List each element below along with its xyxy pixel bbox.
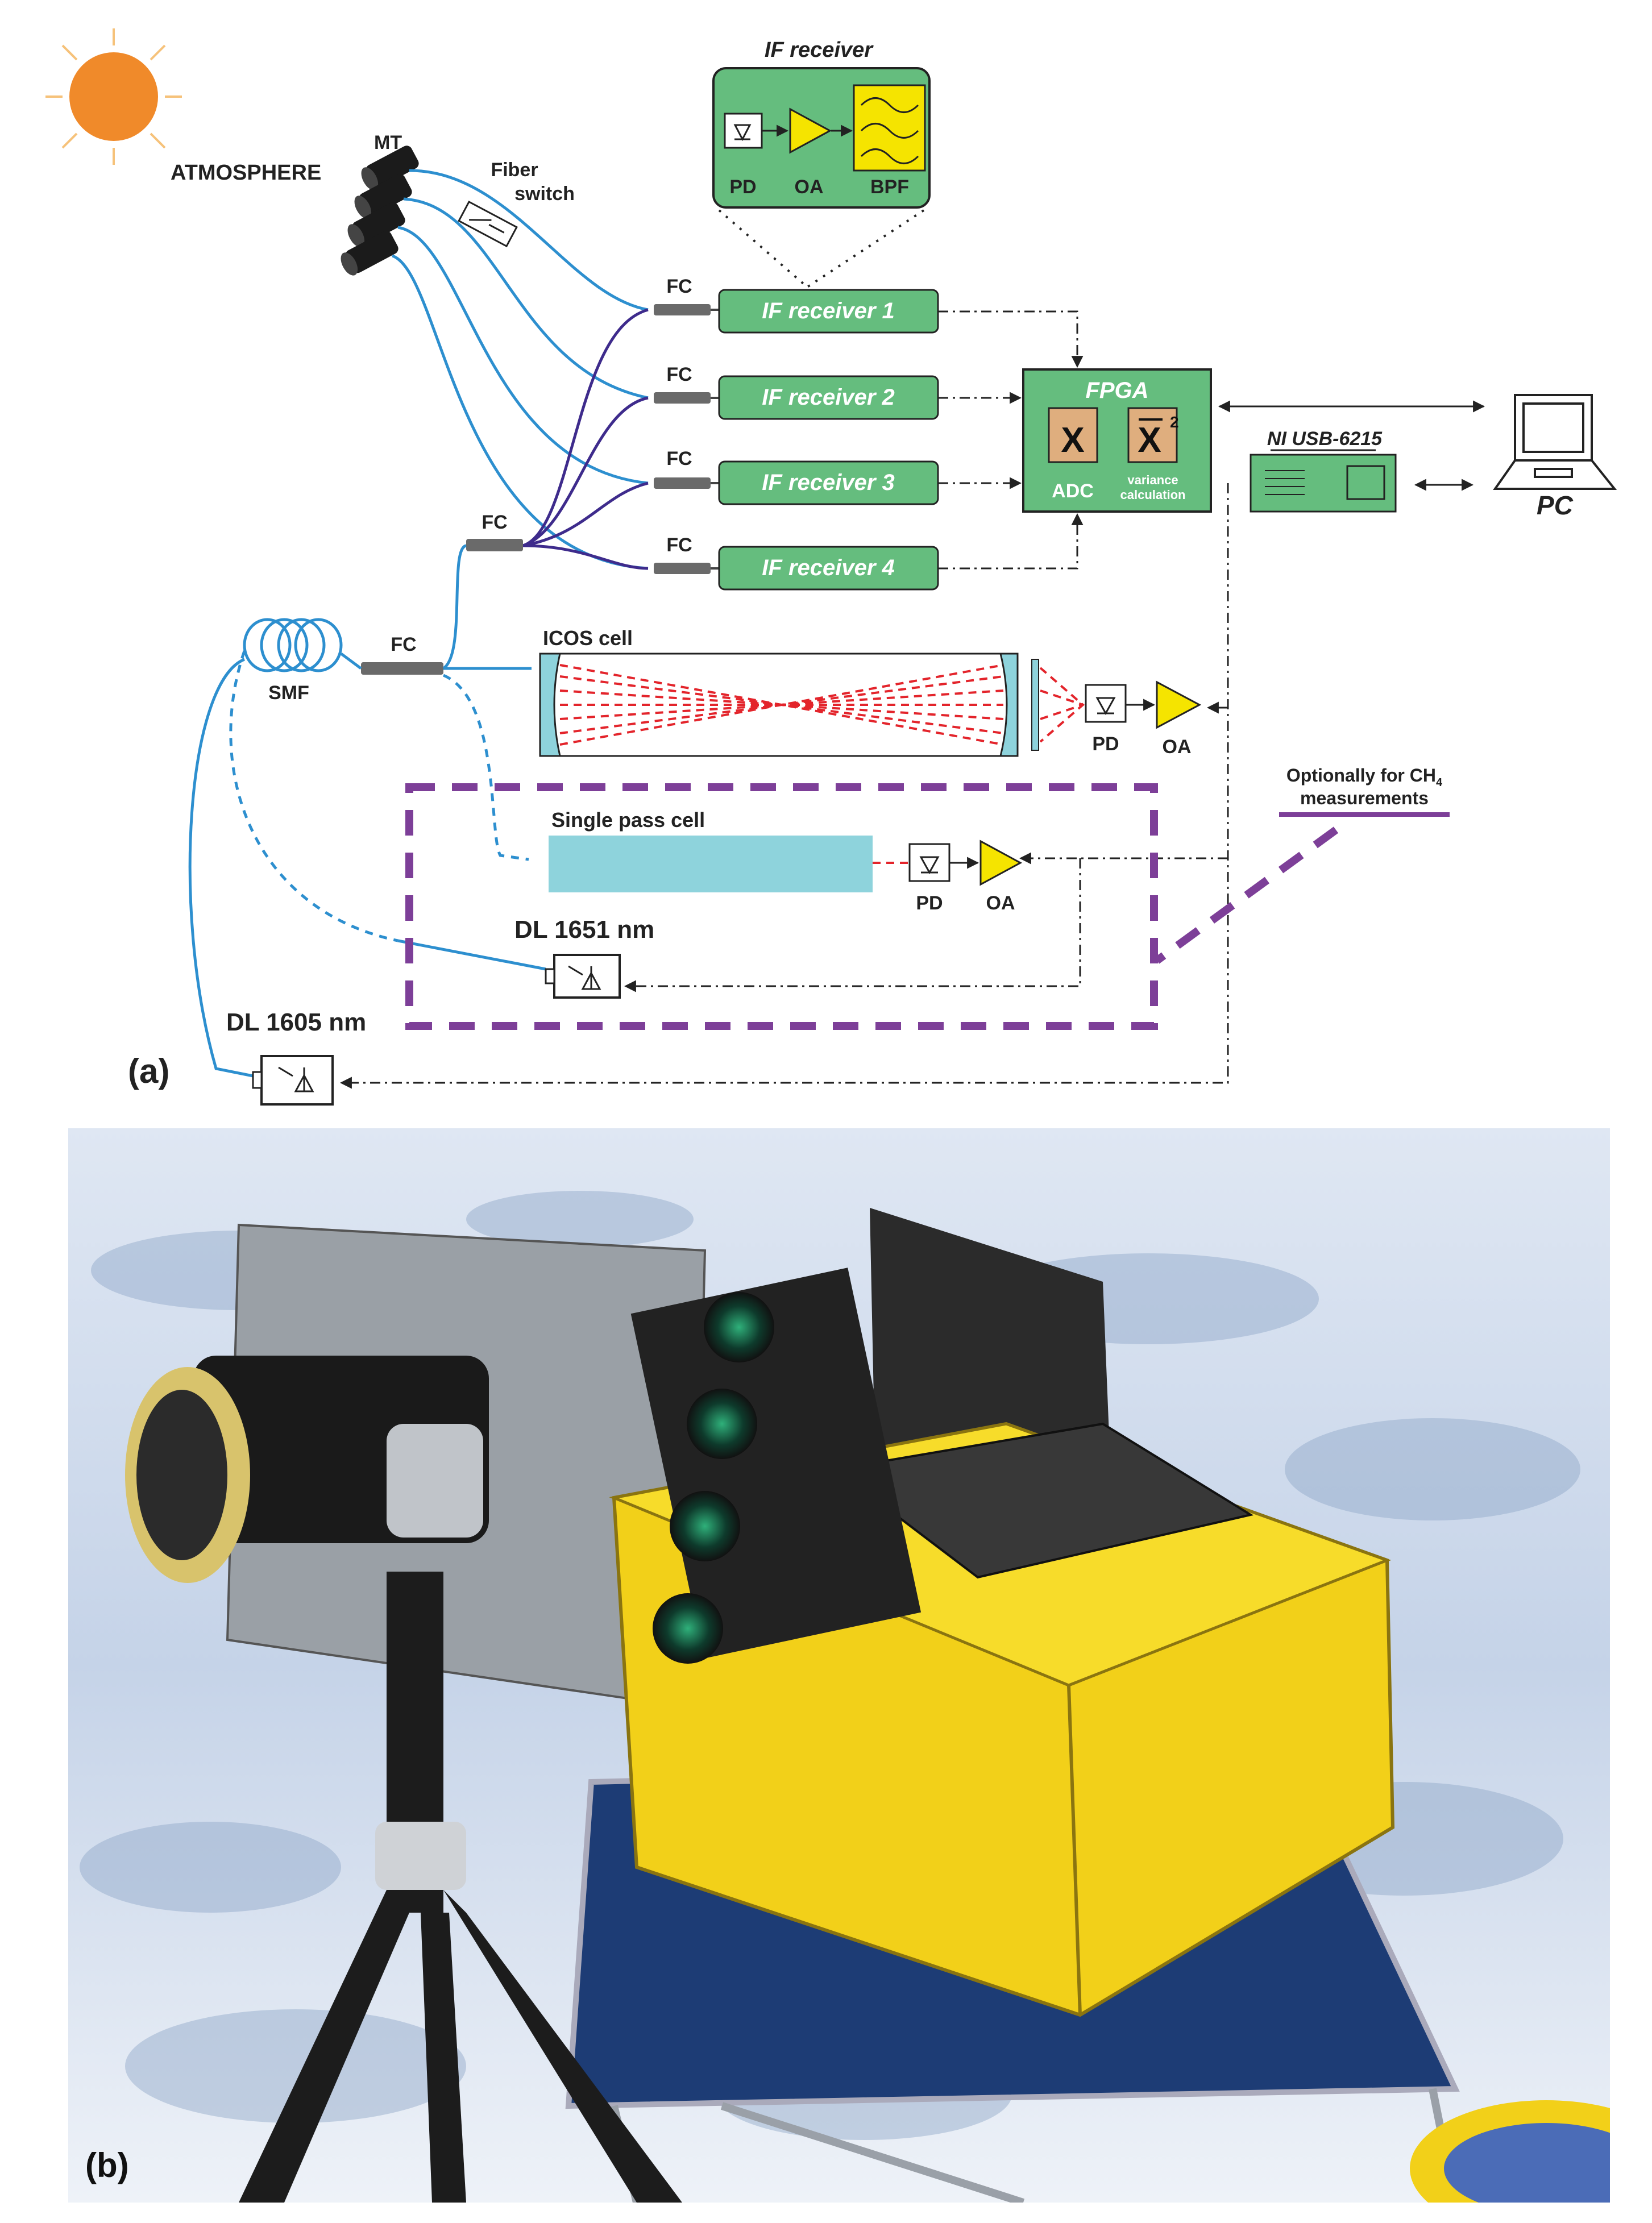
tripod bbox=[239, 1572, 682, 2203]
amplifier-icon bbox=[789, 107, 832, 154]
photodiode-icon bbox=[1085, 684, 1127, 723]
laser-diode-icon bbox=[252, 1055, 334, 1106]
bpf-label: BPF bbox=[870, 176, 909, 198]
single-pass-cell-label: Single pass cell bbox=[551, 808, 705, 832]
photodiode-icon bbox=[724, 113, 763, 149]
fiber-switch-label-2: switch bbox=[514, 183, 575, 205]
solar-tracker bbox=[125, 1356, 489, 1583]
ni-usb-label: NI USB-6215 bbox=[1267, 428, 1383, 450]
if-receiver-detail: PD OA BPF bbox=[712, 67, 931, 209]
svg-text:IF receiver 1: IF receiver 1 bbox=[762, 298, 895, 323]
pc-label: PC bbox=[1537, 491, 1574, 520]
sun-icon bbox=[45, 28, 182, 165]
pd-label-icos: PD bbox=[1092, 733, 1119, 755]
laptop-icon bbox=[1493, 394, 1617, 490]
dl-1605-label: DL 1605 nm bbox=[226, 1008, 366, 1036]
if-receiver-3: IF receiver 3 bbox=[718, 460, 939, 505]
oa-label-detail: OA bbox=[795, 176, 824, 198]
pd-label-detail: PD bbox=[729, 176, 756, 198]
single-pass-cell bbox=[549, 836, 910, 892]
setup-schematic: ATMOSPHERE MT Fiber switch FC FC bbox=[45, 28, 1617, 1106]
optional-ch4-box bbox=[405, 783, 1158, 1030]
amplifier-icon bbox=[1156, 680, 1202, 729]
atmosphere-label: ATMOSPHERE bbox=[171, 161, 321, 185]
variance-label-1: variance bbox=[1127, 473, 1178, 487]
x-symbol: X bbox=[1061, 421, 1084, 460]
fpga-block: FPGA X X 2 ADC variance calculation bbox=[1022, 368, 1212, 513]
adc-label: ADC bbox=[1052, 480, 1094, 502]
signal-lines bbox=[938, 310, 1084, 570]
fc-label-4: FC bbox=[666, 534, 692, 556]
fiber-coil-icon bbox=[243, 618, 343, 672]
if-receiver-title: IF receiver bbox=[765, 38, 874, 62]
fc-label-2: FC bbox=[666, 364, 692, 385]
variance-label-2: calculation bbox=[1120, 488, 1186, 502]
fc-lo bbox=[466, 539, 523, 551]
telescope-fibers bbox=[392, 169, 649, 570]
oa-label-icos: OA bbox=[1163, 736, 1192, 758]
optional-subscript: 4 bbox=[1436, 776, 1443, 789]
icos-cell-label: ICOS cell bbox=[543, 626, 633, 650]
pd-label-single: PD bbox=[916, 892, 943, 914]
x2-superscript: 2 bbox=[1170, 413, 1179, 431]
lo-fibers bbox=[522, 308, 649, 570]
optional-label-2: measurements bbox=[1300, 788, 1429, 808]
smf-label: SMF bbox=[268, 682, 309, 704]
telescope-array bbox=[630, 1268, 922, 1664]
fc-label-main: FC bbox=[391, 634, 416, 655]
oa-label-single: OA bbox=[986, 892, 1015, 914]
if-receiver-4: IF receiver 4 bbox=[718, 546, 939, 591]
fc-label-3: FC bbox=[666, 448, 692, 469]
fiber-coupler-icon bbox=[654, 304, 711, 574]
fiber-switch-icon bbox=[458, 200, 518, 248]
amplifier-icon bbox=[979, 840, 1023, 886]
panel-a-label: (a) bbox=[128, 1052, 169, 1090]
fiber-switch-label-1: Fiber bbox=[491, 159, 538, 181]
if-receiver-1: IF receiver 1 bbox=[718, 289, 939, 334]
fpga-title: FPGA bbox=[1085, 378, 1148, 403]
svg-text:Optionally for CH4: Optionally for CH4 bbox=[1286, 765, 1443, 789]
telescope-icon bbox=[341, 146, 419, 276]
fc-main bbox=[361, 662, 443, 675]
fc-label-lo: FC bbox=[482, 512, 507, 533]
svg-text:IF receiver 3: IF receiver 3 bbox=[762, 470, 895, 495]
icos-cell bbox=[539, 653, 1085, 757]
svg-text:IF receiver 4: IF receiver 4 bbox=[762, 555, 895, 580]
detail-callout bbox=[718, 209, 925, 288]
dl-1651-label: DL 1651 nm bbox=[514, 916, 654, 944]
bandpass-filter-icon bbox=[853, 84, 926, 172]
laser-diode-icon bbox=[545, 954, 621, 999]
x2-symbol: X bbox=[1138, 421, 1161, 460]
photodiode-icon bbox=[908, 843, 950, 882]
if-receiver-2: IF receiver 2 bbox=[718, 375, 939, 420]
panel-b-label: (b) bbox=[85, 2146, 129, 2184]
daq-device-icon bbox=[1250, 454, 1397, 513]
svg-text:IF receiver 2: IF receiver 2 bbox=[762, 385, 895, 410]
fc-label-1: FC bbox=[666, 276, 692, 297]
optional-label-1: Optionally for CH bbox=[1286, 765, 1436, 786]
field-photo: (b) bbox=[68, 1128, 1610, 2203]
